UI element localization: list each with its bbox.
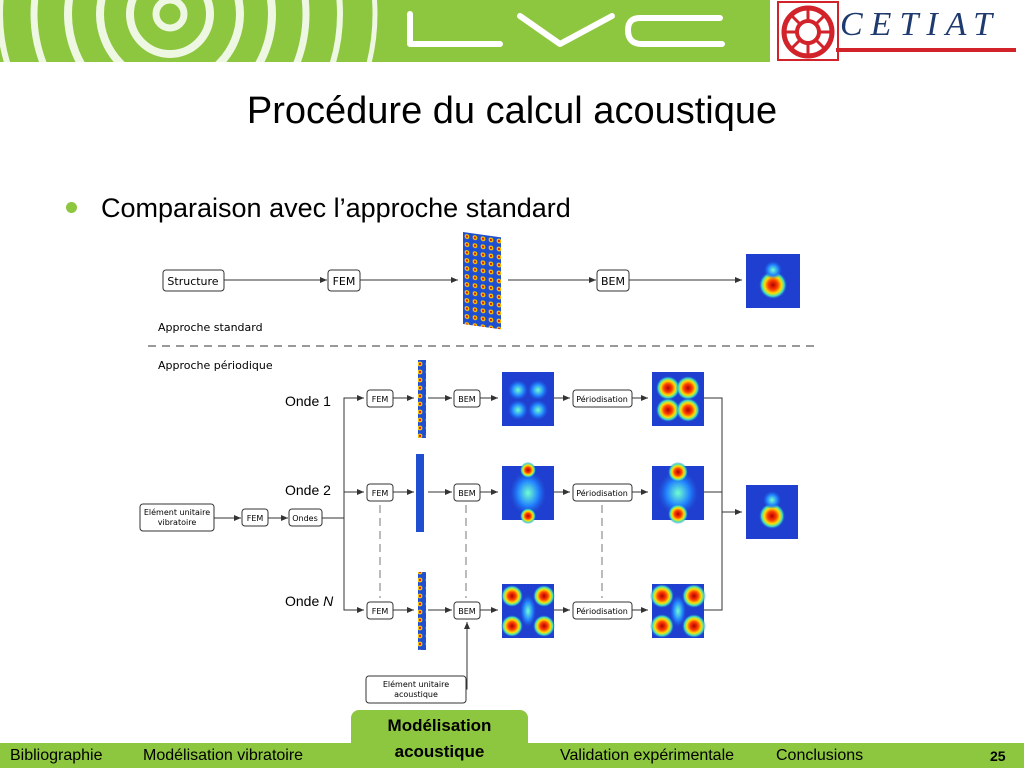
bullet-icon xyxy=(66,202,77,213)
cetiat-emblem-icon xyxy=(777,1,839,61)
header-banner: CETIAT xyxy=(0,0,1024,62)
nav-validation-experimentale[interactable]: Validation expérimentale xyxy=(560,747,735,764)
nav-modelisation-acoustique-active[interactable]: Modélisation acoustique xyxy=(351,710,528,768)
onde-n-label: Onde N xyxy=(285,593,333,609)
fem-label-periodic: FEM xyxy=(247,514,264,523)
rowN-fem-label: FEM xyxy=(372,607,389,616)
cetiat-wordmark: CETIAT xyxy=(840,6,1001,43)
element-vibratory-line2: vibratoire xyxy=(158,518,197,527)
element-vibratory-line1: Elément unitaire xyxy=(144,507,210,517)
nav-modelisation-vibratoire[interactable]: Modélisation vibratoire xyxy=(143,747,304,764)
periodic-result-image xyxy=(746,485,798,539)
row2-bem-label: BEM xyxy=(458,489,476,498)
lva-banner xyxy=(0,0,770,62)
row2-period-label: Périodisation xyxy=(576,488,628,498)
row1-period-image xyxy=(652,372,704,426)
lva-logo xyxy=(0,0,725,62)
row1-bem-label: BEM xyxy=(458,395,476,404)
row2-structure-image xyxy=(416,454,424,532)
standard-result-image xyxy=(746,254,800,308)
wave-row-n: FEM BEM Périodisation xyxy=(366,572,706,650)
wave-row-1: FEM BEM Périodisation xyxy=(366,360,704,438)
structure-vibration-image xyxy=(463,232,501,330)
row1-fem-label: FEM xyxy=(372,395,389,404)
onde-1-label: Onde 1 xyxy=(285,393,331,409)
element-acoustic-line1: Elément unitaire xyxy=(383,679,449,689)
nav-bibliographie[interactable]: Bibliographie xyxy=(10,747,103,764)
lva-letters xyxy=(407,11,725,47)
onde-2-label: Onde 2 xyxy=(285,482,331,498)
row1-period-label: Périodisation xyxy=(576,394,628,404)
nav-conclusions[interactable]: Conclusions xyxy=(776,747,864,764)
rowN-period-image xyxy=(650,584,706,638)
nav-active-line2: acoustique xyxy=(394,742,485,761)
periodic-approach: Approche périodique Elément unitaire vib… xyxy=(139,359,798,704)
element-acoustic-line2: acoustique xyxy=(394,690,438,699)
rowN-bem-image xyxy=(501,584,555,638)
slide-title: Procédure du calcul acoustique xyxy=(246,90,778,132)
standard-approach: Structure FEM BEM Approche standard xyxy=(158,232,800,334)
ripple-graphic xyxy=(0,0,378,62)
rowN-bem-label: BEM xyxy=(458,607,476,616)
bem-label: BEM xyxy=(601,275,625,288)
row1-bem-image xyxy=(502,372,554,426)
row1-structure-image xyxy=(418,360,426,438)
onde-n-prefix: Onde xyxy=(285,593,324,609)
structure-label: Structure xyxy=(167,275,218,288)
onde-n-italic: N xyxy=(323,593,334,609)
page-number: 25 xyxy=(990,748,1006,764)
nav-active-line1: Modélisation xyxy=(387,716,492,735)
rowN-period-label: Périodisation xyxy=(576,606,628,616)
rowN-structure-image xyxy=(418,572,426,650)
row2-period-image xyxy=(652,462,704,524)
standard-caption: Approche standard xyxy=(158,321,263,334)
periodic-caption: Approche périodique xyxy=(158,359,273,372)
fem-label: FEM xyxy=(333,275,356,288)
bullet-text: Comparaison avec l’approche standard xyxy=(101,193,571,223)
ondes-label: Ondes xyxy=(292,514,318,523)
wave-row-2: FEM BEM Périodisation xyxy=(366,454,704,532)
cetiat-underline xyxy=(836,48,1016,52)
row2-fem-label: FEM xyxy=(372,489,389,498)
row2-bem-image xyxy=(502,462,554,524)
